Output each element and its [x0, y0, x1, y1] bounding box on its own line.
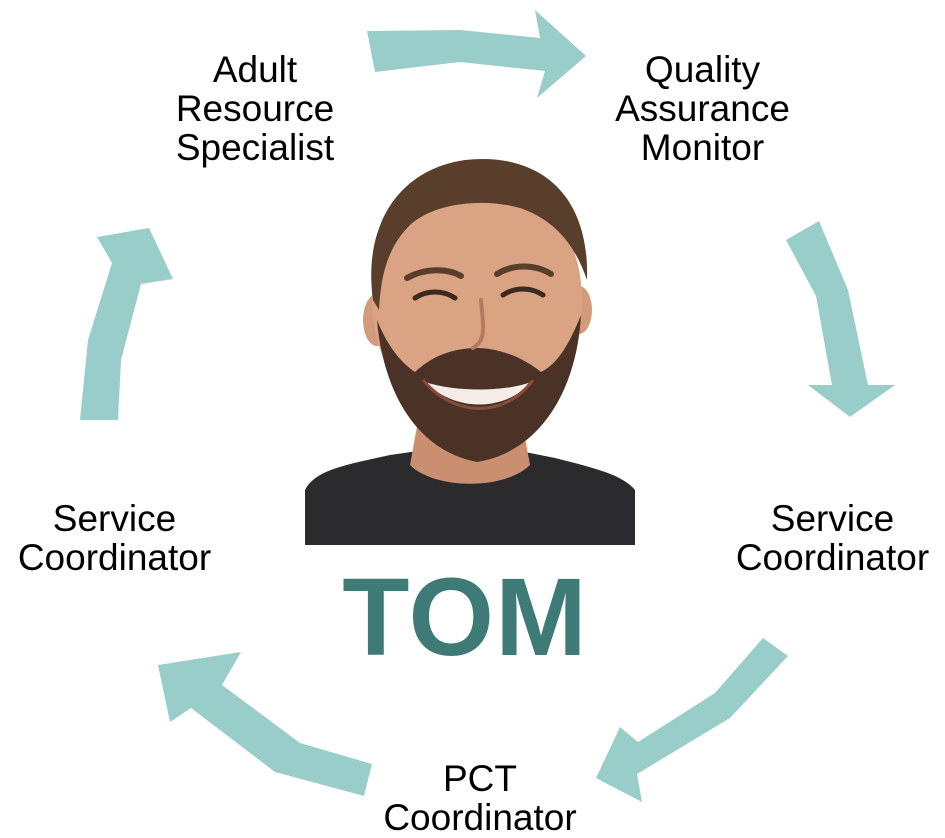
- portrait-smile-outline: [421, 379, 535, 410]
- center-name: TOM: [342, 556, 588, 679]
- arrow-quality-to-service-right: [786, 221, 895, 417]
- arrow-service-left-to-adult: [80, 228, 173, 420]
- portrait-brow-left: [404, 267, 464, 281]
- role-adult-resource-specialist: Adult Resource Specialist: [175, 49, 335, 168]
- arrow-service-right-to-pct: [596, 638, 788, 802]
- portrait-hair: [371, 158, 588, 310]
- portrait-shirt: [305, 450, 635, 545]
- portrait-eye-left: [412, 289, 458, 301]
- role-quality-assurance-monitor: Quality Assurance Monitor: [615, 49, 790, 168]
- portrait-nose: [471, 298, 486, 350]
- arrow-adult-to-quality: [367, 10, 586, 98]
- role-service-coordinator-right: Service Coordinator: [735, 498, 930, 578]
- role-service-coordinator-left: Service Coordinator: [17, 498, 212, 578]
- portrait-photo: [305, 158, 635, 545]
- portrait-eye-right: [500, 286, 546, 298]
- role-pct-coordinator: PCT Coordinator: [383, 758, 577, 838]
- portrait-smile: [425, 382, 531, 405]
- portrait-brow-right: [494, 263, 554, 277]
- arrow-pct-to-service-left: [158, 652, 372, 796]
- portrait-beard: [377, 315, 581, 462]
